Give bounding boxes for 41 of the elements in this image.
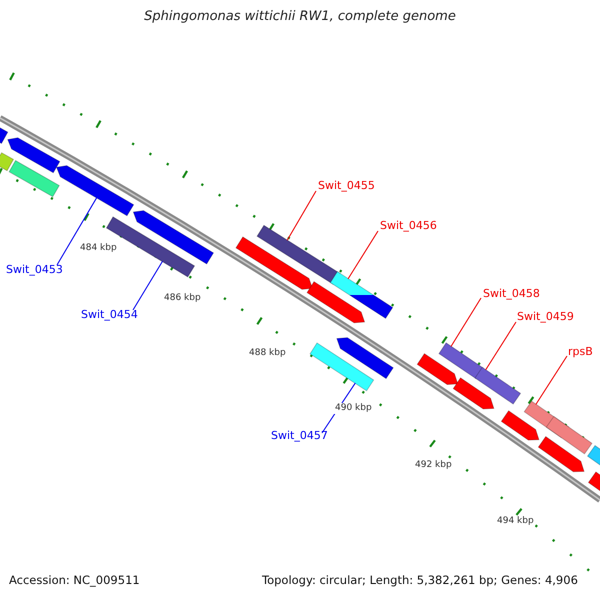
gene-label: Swit_0456 xyxy=(380,219,437,232)
gene-label: Swit_0455 xyxy=(318,179,375,192)
gene-label: Swit_0458 xyxy=(483,287,540,300)
info-text: Accession: NC_009511 xyxy=(9,574,140,588)
info-text: Topology: circular; Length: 5,382,261 bp; Genes: 4,906 xyxy=(262,574,578,588)
scale-label: 494 kbp xyxy=(496,516,535,527)
gene-bar xyxy=(474,366,522,405)
gene-bar xyxy=(7,137,60,174)
gene-bar xyxy=(500,410,540,440)
gene-bar xyxy=(56,165,134,216)
gene-bar xyxy=(452,377,494,410)
title: Sphingomonas wittichii RW1, complete genome xyxy=(143,9,457,25)
gene-bar xyxy=(8,160,60,198)
gene-bar xyxy=(309,342,374,392)
scale-label: 484 kbp xyxy=(79,243,118,254)
gene-label: Swit_0453 xyxy=(6,263,63,276)
gene-label: Swit_0457 xyxy=(271,429,328,442)
leader-line xyxy=(286,190,316,241)
gene-bar xyxy=(235,236,314,290)
scale-label: 490 kbp xyxy=(334,403,373,414)
gene-bar xyxy=(306,281,366,324)
leader-line xyxy=(348,230,378,280)
leader-line xyxy=(535,356,568,405)
gene-label: Swit_0454 xyxy=(81,308,138,322)
gene-bar xyxy=(0,152,14,172)
gene-bar xyxy=(416,353,458,385)
leader-line xyxy=(56,197,98,266)
leader-line xyxy=(132,260,164,310)
gene-bar xyxy=(330,271,394,319)
gene-bar xyxy=(132,210,214,265)
scale-label: 488 kbp xyxy=(248,348,287,359)
leader-line xyxy=(485,322,516,370)
scale-label: 486 kbp xyxy=(163,293,202,304)
gene-bar xyxy=(438,342,484,380)
gene-bar xyxy=(546,416,593,454)
gene-bar xyxy=(336,337,394,380)
leader-line xyxy=(450,298,482,347)
gene-label: rpsB xyxy=(568,345,593,358)
scale-label: 492 kbp xyxy=(414,460,453,471)
gene-bar xyxy=(538,436,585,472)
gene-label: Swit_0459 xyxy=(517,310,574,324)
